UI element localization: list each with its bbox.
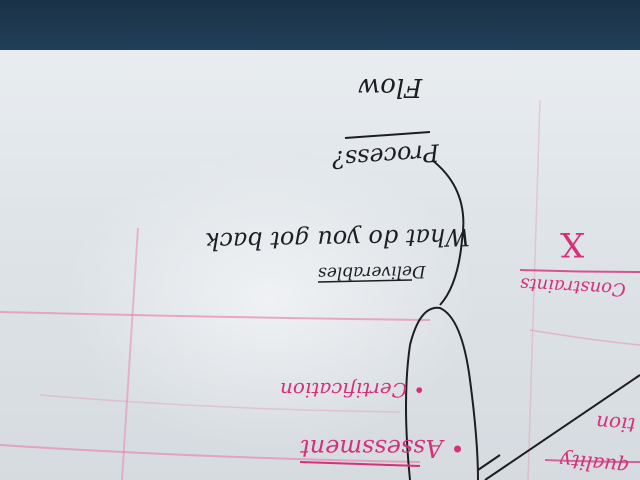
- light-glare: [60, 150, 480, 450]
- flow-text: Flow: [358, 72, 423, 102]
- pink-vertical-line: [121, 227, 139, 480]
- assessment-text: • Assessment: [300, 434, 465, 462]
- underline: [317, 279, 413, 283]
- pink-underline: [299, 461, 421, 467]
- whiteboard-frame: [0, 0, 640, 54]
- deliverables-text: Deliverables: [317, 261, 426, 283]
- underline: [344, 131, 431, 139]
- pink-rule-line: [544, 459, 640, 463]
- partial-tion-text: tion: [595, 410, 637, 438]
- connector-line: [484, 374, 640, 480]
- connector-line: [477, 454, 501, 471]
- pink-rule-line: [39, 394, 401, 413]
- certification-text: • Certification: [280, 378, 426, 402]
- pink-rule-line: [0, 444, 421, 463]
- bracket-curve: [431, 159, 465, 306]
- oval-loop: [409, 306, 479, 480]
- pink-rule-line: [0, 311, 431, 321]
- oval-loop: [405, 344, 411, 480]
- pink-rule-line: [519, 269, 640, 273]
- pink-vertical-line: [527, 99, 541, 480]
- pink-rule-line: [529, 329, 640, 346]
- what-back-text: What do you got back: [204, 222, 471, 256]
- x-mark: X: [560, 224, 585, 264]
